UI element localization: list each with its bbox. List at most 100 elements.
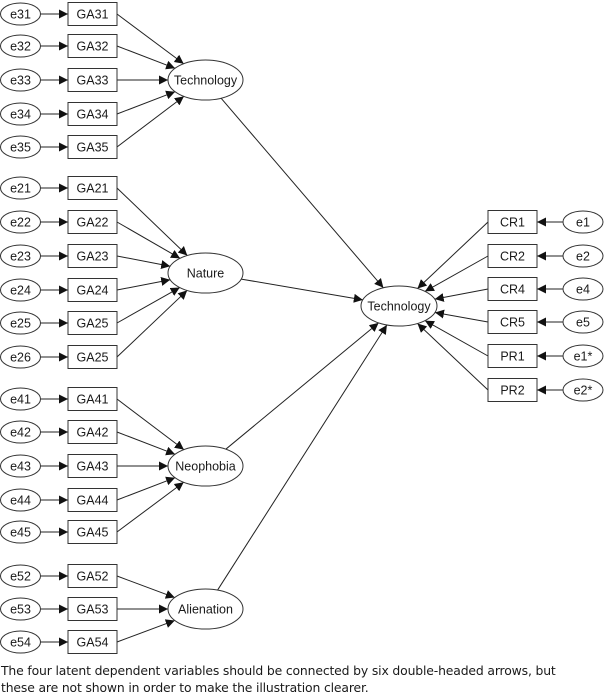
loading-arrow: [116, 431, 176, 456]
error-term-label: e31: [10, 8, 31, 22]
observed-variable-label: GA31: [77, 8, 109, 22]
observed-variable: GA45: [67, 520, 118, 544]
error-term-label: e22: [10, 216, 31, 230]
loading-arrow: [116, 255, 171, 269]
observed-variable: GA32: [67, 34, 118, 58]
observed-variable-shape: [67, 102, 118, 126]
observed-variable-shape: [67, 176, 118, 200]
observed-variable: PR1: [487, 344, 538, 368]
error-term-label: e42: [10, 426, 31, 440]
error-term-label: e35: [10, 141, 31, 155]
nature-factor: Nature: [167, 252, 244, 294]
alienation-factor-shape: [167, 588, 244, 630]
error-term-shape: [0, 630, 41, 654]
observed-variable-shape: [487, 310, 538, 334]
observed-variable-label: GA43: [77, 460, 109, 474]
error-term: e42: [0, 420, 41, 444]
indicator-arrow: [424, 320, 489, 357]
observed-variable-label: PR1: [500, 350, 524, 364]
loading-arrow: [116, 619, 175, 643]
error-term-shape: [0, 387, 41, 411]
error-term: e35: [0, 135, 41, 159]
error-term-label: e53: [10, 603, 31, 617]
error-term-label: e34: [10, 108, 31, 122]
observed-variable: GA24: [67, 278, 118, 302]
error-term-label: e21: [10, 182, 31, 196]
error-term-label: e43: [10, 460, 31, 474]
loading-arrow: [116, 290, 188, 358]
loading-arrow: [116, 13, 184, 65]
error-term-label: e23: [10, 250, 31, 264]
error-term: e26: [0, 345, 41, 369]
observed-variable: GA31: [67, 2, 118, 26]
observed-variable-label: CR1: [500, 216, 525, 230]
error-term: e34: [0, 102, 41, 126]
observed-variable-shape: [67, 244, 118, 268]
observed-variable: CR1: [487, 210, 538, 234]
error-term-label: e5: [576, 316, 590, 330]
loading-arrow: [116, 221, 181, 259]
observed-variable-shape: [67, 135, 118, 159]
error-term: e1*: [562, 344, 604, 368]
observed-variable-label: GA44: [77, 494, 109, 508]
error-term: e41: [0, 387, 41, 411]
observed-variable: CR5: [487, 310, 538, 334]
error-term-label: e24: [10, 284, 31, 298]
error-term: e4: [562, 277, 604, 301]
error-term: e1: [562, 210, 604, 234]
observed-variable-shape: [67, 454, 118, 478]
error-term: e2*: [562, 378, 604, 402]
error-term-shape: [562, 344, 604, 368]
indicator-arrow: [424, 255, 489, 292]
observed-variable-shape: [487, 244, 538, 268]
technology-outcome-shape: [360, 285, 438, 327]
observed-variable-label: GA32: [77, 40, 109, 54]
error-term: e24: [0, 278, 41, 302]
error-term-label: e25: [10, 317, 31, 331]
error-term-label: e45: [10, 526, 31, 540]
error-term-label: e54: [10, 636, 31, 650]
indicator-arrow: [417, 323, 489, 391]
error-term-label: e2: [576, 250, 590, 264]
error-term: e45: [0, 520, 41, 544]
error-term-shape: [0, 176, 41, 200]
error-term-label: e26: [10, 351, 31, 365]
loading-arrow: [116, 277, 171, 291]
observed-variable: GA53: [67, 597, 118, 621]
error-term-shape: [0, 454, 41, 478]
loading-arrow: [116, 287, 181, 324]
error-term-label: e32: [10, 40, 31, 54]
observed-variable-label: GA41: [77, 393, 109, 407]
structural-path-arrow: [217, 324, 388, 591]
observed-variable: GA52: [67, 564, 118, 588]
observed-variable: GA21: [67, 176, 118, 200]
alienation-factor: Alienation: [167, 588, 244, 630]
observed-variable: GA42: [67, 420, 118, 444]
observed-variable-shape: [67, 2, 118, 26]
observed-variable: CR4: [487, 277, 538, 301]
loading-arrow: [116, 187, 188, 256]
observed-variable: GA54: [67, 630, 118, 654]
structural-path-arrow: [225, 322, 379, 450]
observed-variable-shape: [67, 210, 118, 234]
observed-variable: CR2: [487, 244, 538, 268]
observed-variable: GA25: [67, 345, 118, 369]
nature-factor-shape: [167, 252, 244, 294]
error-term-shape: [0, 345, 41, 369]
observed-variable-label: GA25: [77, 351, 109, 365]
error-term: e21: [0, 176, 41, 200]
observed-variable-label: GA45: [77, 526, 109, 540]
error-term-label: e52: [10, 570, 31, 584]
error-term-shape: [0, 420, 41, 444]
error-term: e33: [0, 68, 41, 92]
neophobia-factor-label: Neophobia: [175, 460, 236, 474]
observed-variable-shape: [487, 277, 538, 301]
technology-outcome-label: Technology: [367, 300, 431, 314]
observed-variable-label: GA24: [77, 284, 109, 298]
error-term: e22: [0, 210, 41, 234]
loading-arrow: [116, 45, 176, 70]
loading-arrow: [116, 95, 185, 148]
error-term-shape: [0, 488, 41, 512]
observed-variable-shape: [67, 520, 118, 544]
observed-variable-label: GA53: [77, 603, 109, 617]
